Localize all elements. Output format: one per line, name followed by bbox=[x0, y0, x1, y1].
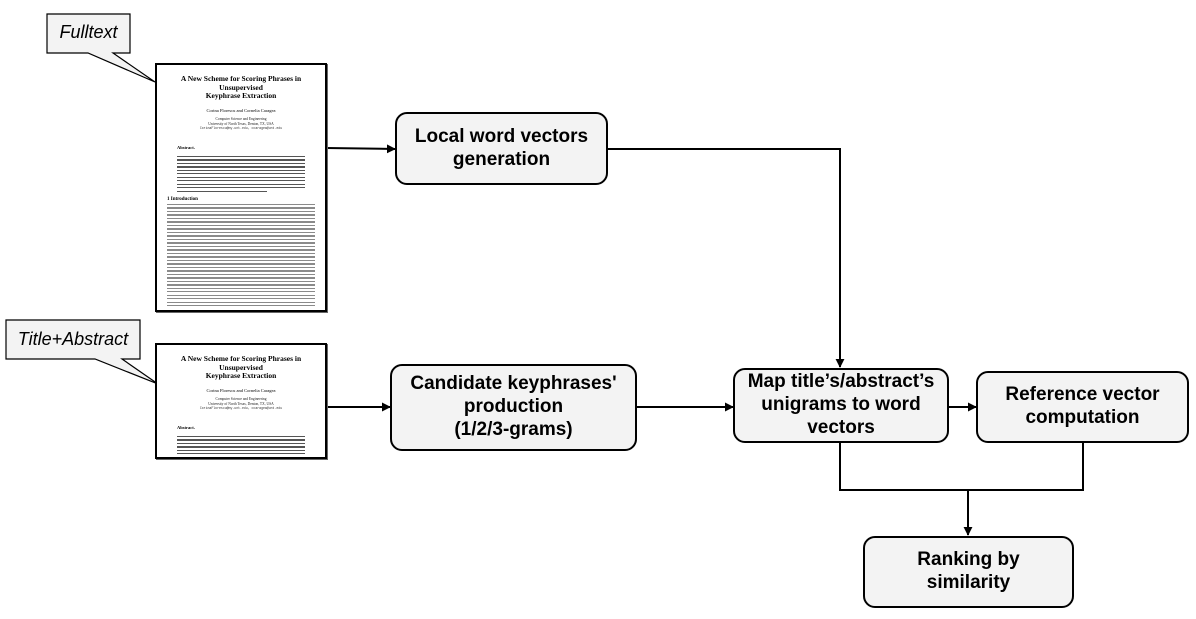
node-map-unigrams-line2: unigrams to word bbox=[761, 394, 921, 416]
document-title: A New Scheme for Scoring Phrases in Unsu… bbox=[180, 354, 302, 381]
node-candidate-keyphrases-line3: (1/2/3-grams) bbox=[454, 418, 573, 440]
fulltext-document: A New Scheme for Scoring Phrases in Unsu… bbox=[155, 63, 327, 312]
document-body-text bbox=[167, 203, 315, 307]
document-affiliation: Computer Science and Engineering Univers… bbox=[208, 396, 274, 406]
callout-label-fulltext: Fulltext bbox=[59, 22, 118, 42]
document-authors: Corina Florescu and Cornelia Caragea bbox=[206, 107, 276, 113]
document-abstract: Abstract. bbox=[177, 416, 305, 457]
node-map-unigrams-line3: vectors bbox=[807, 416, 875, 438]
node-reference-vector-line2: computation bbox=[1025, 407, 1140, 428]
document-authors: Corina Florescu and Cornelia Caragea bbox=[206, 387, 276, 393]
document-abstract: Abstract. bbox=[177, 136, 305, 192]
document-email: CorinaFlorescu@my.unt.edu, ccaragea@unt.… bbox=[199, 126, 283, 131]
node-ranking-by-similarity: Ranking by similarity bbox=[863, 536, 1074, 608]
node-local-word-vectors: Local word vectors generation bbox=[395, 112, 608, 185]
arrow-local-vectors-to-map bbox=[608, 148, 845, 368]
node-map-unigrams: Map title’s/abstract’s unigrams to word … bbox=[733, 368, 949, 443]
node-ranking-by-similarity-line2: similarity bbox=[926, 572, 1011, 593]
node-local-word-vectors-line1: Local word vectors bbox=[414, 125, 589, 147]
document-email: CorinaFlorescu@my.unt.edu, ccaragea@unt.… bbox=[199, 406, 283, 411]
node-ranking-by-similarity-line1: Ranking by bbox=[917, 549, 1020, 571]
abstract-label: Abstract. bbox=[177, 144, 195, 150]
node-candidate-keyphrases: Candidate keyphrases' production (1/2/3-… bbox=[390, 364, 637, 451]
node-map-unigrams-line1: Map title’s/abstract’s bbox=[747, 371, 935, 393]
document-title: A New Scheme for Scoring Phrases in Unsu… bbox=[180, 74, 302, 101]
title-abstract-document: A New Scheme for Scoring Phrases in Unsu… bbox=[155, 343, 327, 459]
document-affiliation: Computer Science and Engineering Univers… bbox=[208, 116, 274, 126]
node-reference-vector-line1: Reference vector bbox=[1005, 384, 1160, 406]
node-reference-vector: Reference vector computation bbox=[976, 371, 1189, 443]
document-section-heading: 1 Introduction bbox=[167, 196, 198, 202]
callout-bubble-fulltext bbox=[46, 13, 156, 83]
node-local-word-vectors-line2: generation bbox=[452, 148, 551, 170]
node-candidate-keyphrases-line1: Candidate keyphrases' bbox=[410, 373, 617, 395]
arrow-fulltext-to-local-vectors bbox=[325, 144, 396, 154]
node-candidate-keyphrases-line2: production bbox=[463, 396, 564, 418]
callout-label-title-abstract: Title+Abstract bbox=[17, 329, 129, 349]
connector-map-to-join bbox=[839, 443, 1084, 491]
abstract-label: Abstract. bbox=[177, 424, 195, 430]
callout-bubble-title-abstract bbox=[5, 319, 159, 385]
